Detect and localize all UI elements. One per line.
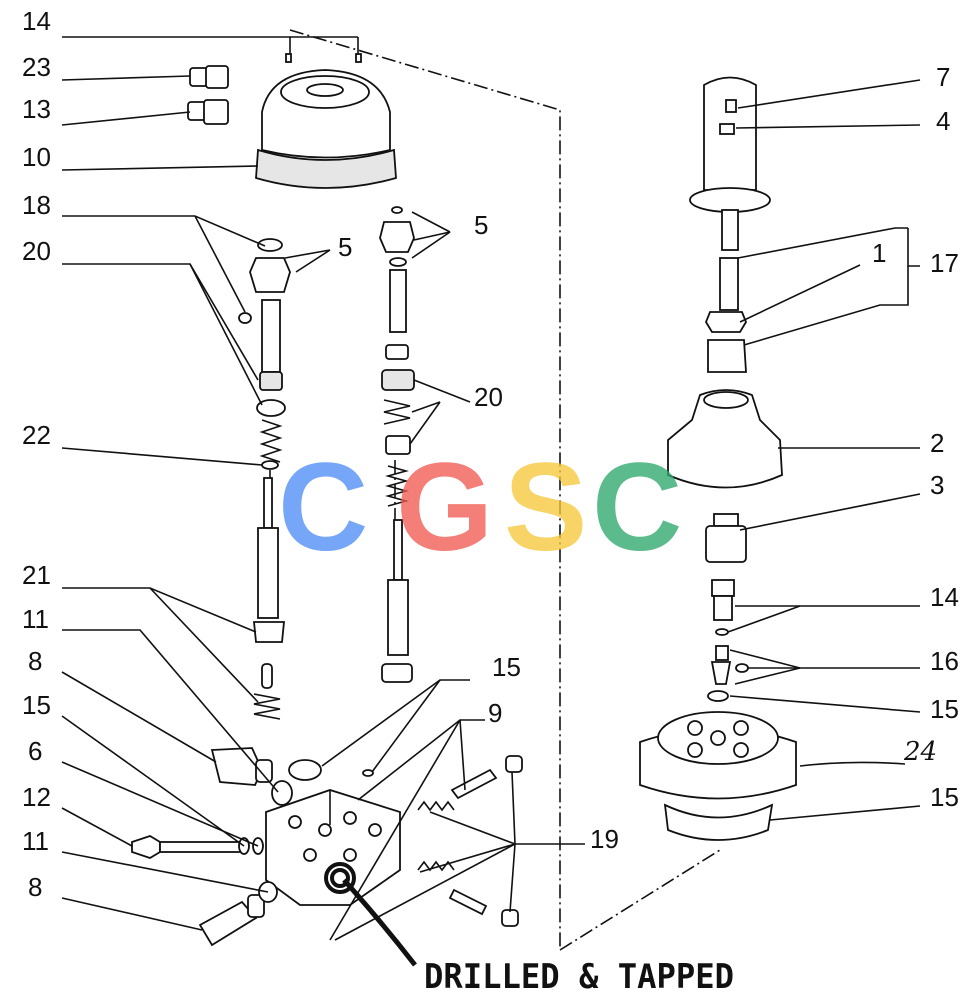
- pins-14: [285, 53, 362, 63]
- callouts-left: 14 23 13 10 18 20 22 21 11 8 15 6 12 11 …: [22, 6, 51, 902]
- callout-5: 5: [338, 232, 352, 262]
- callout-5: 5: [474, 210, 488, 240]
- callout-16: 16: [930, 646, 959, 676]
- cgsc-watermark: C G S C: [278, 438, 682, 577]
- middle-plunger-stack: [379, 206, 415, 683]
- drilled-tapped-annotation: DRILLED & TAPPED: [342, 878, 734, 997]
- callouts-middle: 5 5 20 15 9 19: [338, 210, 619, 854]
- fitting-23: [189, 65, 229, 89]
- callout-24-handwritten: 24: [903, 737, 937, 767]
- callout-20: 20: [474, 382, 503, 412]
- callout-15: 15: [492, 652, 521, 682]
- watermark-letter-s: S: [504, 438, 587, 577]
- callout-3: 3: [930, 470, 944, 500]
- callout-21: 21: [22, 560, 51, 590]
- callout-18: 18: [22, 190, 51, 220]
- base-plate-24: [639, 711, 797, 841]
- callout-11: 11: [22, 826, 49, 856]
- callout-19: 19: [590, 824, 619, 854]
- callout-6: 6: [28, 736, 42, 766]
- callout-8: 8: [28, 872, 42, 902]
- callout-14: 14: [930, 582, 959, 612]
- shaft-17: [704, 257, 748, 373]
- callout-9: 9: [488, 698, 502, 728]
- callout-23: 23: [22, 52, 51, 82]
- sender-8-upper: [210, 747, 273, 786]
- callout-12: 12: [22, 782, 51, 812]
- callout-2: 2: [930, 428, 944, 458]
- cap-cover: [255, 69, 397, 189]
- callout-22: 22: [22, 420, 51, 450]
- watermark-letter-c-2: C: [592, 438, 682, 577]
- boot-2: [667, 389, 783, 489]
- left-plunger-stack: [238, 238, 291, 720]
- callout-10: 10: [22, 142, 51, 172]
- callout-14: 14: [22, 6, 51, 36]
- annotation-text: DRILLED & TAPPED: [424, 957, 734, 997]
- sender-8-lower: [198, 894, 265, 947]
- valve-body-block: [265, 789, 401, 906]
- callout-15: 15: [930, 782, 959, 812]
- callout-8: 8: [28, 646, 42, 676]
- bolt-12: [131, 835, 241, 859]
- watermark-letter-g: G: [396, 438, 493, 577]
- watermark-letter-c: C: [278, 438, 368, 577]
- callout-7: 7: [936, 62, 950, 92]
- callout-15: 15: [22, 690, 51, 720]
- callout-20: 20: [22, 236, 51, 266]
- callout-15: 15: [930, 694, 959, 724]
- callout-17: 17: [930, 248, 959, 278]
- callout-1: 1: [872, 238, 886, 268]
- callouts-right: 7 4 1 17 2 3 14 16 15 15 24: [872, 62, 959, 812]
- springs-and-pins-19: [417, 755, 523, 927]
- callout-4: 4: [936, 106, 950, 136]
- callout-13: 13: [22, 94, 51, 124]
- nut-3: [705, 513, 747, 563]
- fitting-13: [187, 99, 229, 125]
- leader-lines: [61, 36, 921, 941]
- joystick-handle: [689, 76, 771, 251]
- callout-11: 11: [22, 604, 49, 634]
